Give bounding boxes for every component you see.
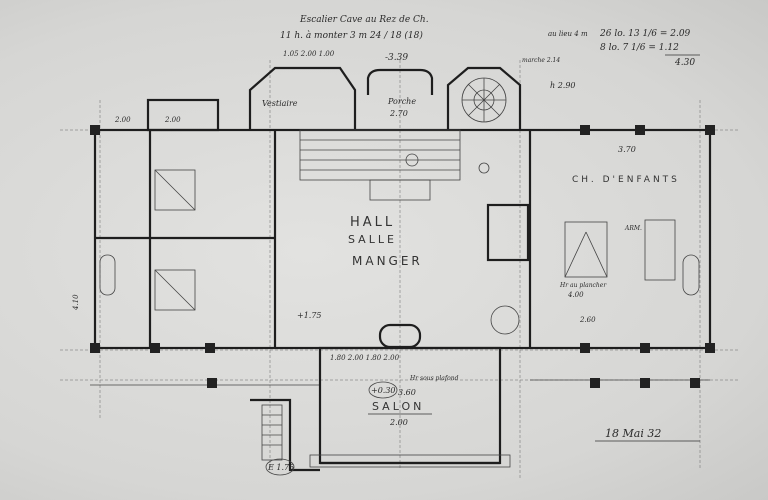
- dim-top-left-a: 2.00: [114, 116, 131, 124]
- porch-dim: 2.70: [389, 109, 408, 118]
- note-child-ceiling-val: 4.00: [567, 291, 584, 299]
- note-level: -3.39: [385, 53, 408, 63]
- note-right: marche 2.14: [522, 57, 560, 64]
- room-salon: SALON: [372, 400, 424, 413]
- walls: [90, 66, 715, 472]
- dim-right: 2.60: [579, 316, 596, 324]
- note-calc-1: 26 lo. 13 1/6 = 2.09: [599, 29, 691, 39]
- dim-top: 1.05 2.00 1.00: [283, 50, 335, 58]
- note-calc-2: 8 lo. 7 1/6 = 1.12: [600, 43, 679, 53]
- dim-salon-level: +0.30: [371, 386, 396, 395]
- dim-bottom-row: 1.80 2.00 1.80 2.00: [330, 354, 400, 362]
- dim-right-width: 3.70: [618, 145, 636, 154]
- room-dining-1: SALLE: [348, 233, 397, 246]
- note-height: h 2.90: [550, 81, 576, 90]
- note-salon-ceiling: Hr sous plafond: [409, 375, 459, 382]
- note-mid: au lieu 4 m: [548, 30, 588, 38]
- date-signature: 18 Mai 32: [605, 427, 661, 440]
- dim-salon-height: 3.60: [398, 388, 416, 397]
- room-closet: ARM.: [624, 225, 642, 232]
- dim-salon-width: 2.00: [389, 418, 408, 427]
- note-steps: 11 h. à monter 3 m 24 / 18 (18): [280, 30, 423, 41]
- dim-bottom-level: E 1.75: [267, 463, 294, 472]
- note-child-ceiling: Hr au plancher: [559, 282, 607, 289]
- room-hall: HALL: [350, 215, 395, 230]
- room-vestibule: Vestiaire: [262, 99, 298, 108]
- dim-hall-level: +1.75: [297, 311, 322, 320]
- room-porch: Porche: [387, 97, 416, 106]
- room-children: CH. D'ENFANTS: [572, 175, 680, 185]
- dim-left-side: 4.10: [72, 294, 80, 311]
- room-dining-2: MANGER: [352, 254, 423, 268]
- dim-top-left-b: 2.00: [164, 116, 181, 124]
- note-calc-total: 4.30: [674, 58, 695, 68]
- note-cellar-stair: Escalier Cave au Rez de Ch.: [299, 15, 429, 25]
